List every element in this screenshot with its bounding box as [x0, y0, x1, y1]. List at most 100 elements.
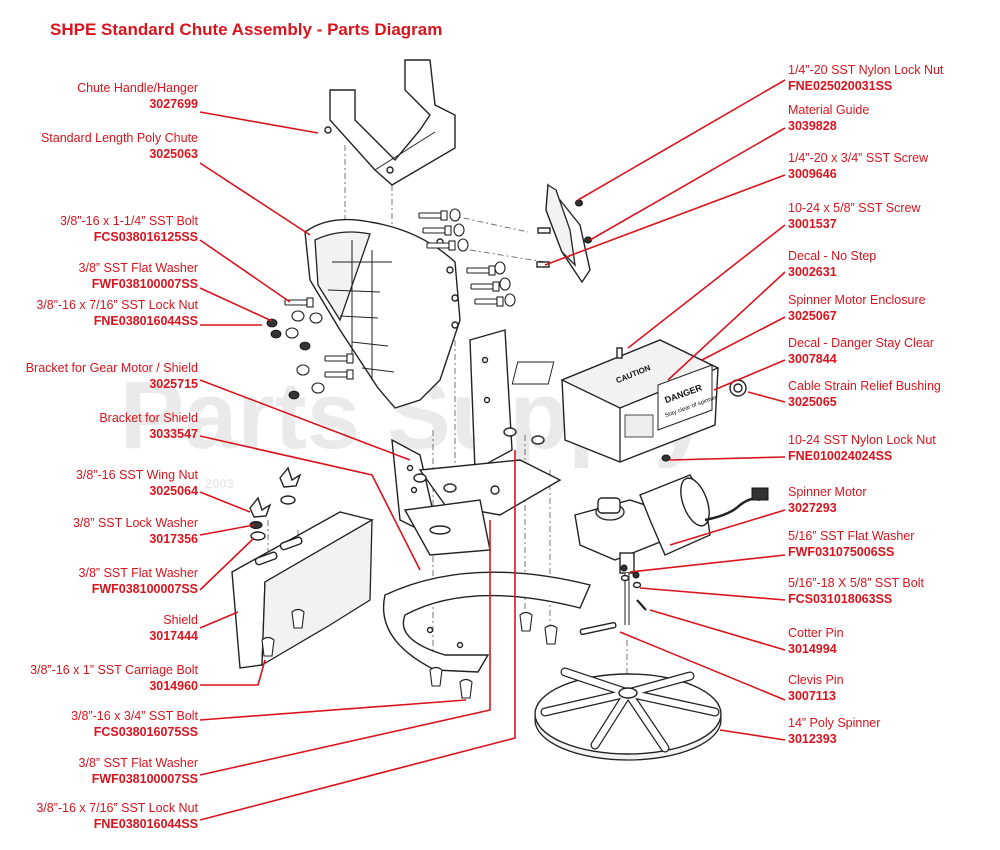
part-callout: Chute Handle/Hanger 3027699 [77, 80, 198, 112]
part-name: 3/8” SST Flat Washer [78, 566, 198, 580]
poly-spinner [534, 667, 722, 761]
wing-nut-washers [249, 466, 302, 541]
part-callout: 1/4”-20 x 3/4” SST Screw 3009646 [788, 150, 928, 182]
part-number: 3007113 [788, 689, 836, 703]
chute-hardware [266, 208, 516, 400]
part-name: 3/8”-16 x 1-1/4” SST Bolt [59, 214, 198, 228]
shield-plate [231, 511, 374, 669]
part-name: Clevis Pin [788, 673, 844, 687]
part-name: Material Guide [788, 103, 870, 117]
part-number: FCS031018063SS [788, 592, 893, 606]
part-number: 3007844 [788, 352, 837, 366]
part-name: 10-24 x 5/8” SST Screw [788, 201, 921, 215]
carriage-bolts [261, 608, 558, 699]
part-number: FNE038016044SS [93, 817, 198, 831]
part-name: 10-24 SST Nylon Lock Nut [788, 433, 936, 447]
part-number: 3014994 [788, 642, 837, 656]
part-callout: Bracket for Gear Motor / Shield 3025715 [26, 360, 198, 392]
part-number: FNE038016044SS [93, 314, 198, 328]
part-number: 3027699 [149, 97, 198, 111]
bracket-for-shield [403, 499, 491, 556]
part-number: 3025065 [788, 395, 837, 409]
part-name: Chute Handle/Hanger [77, 81, 198, 95]
curved-bracket-arc [382, 571, 591, 673]
part-callout: Decal - Danger Stay Clear 3007844 [788, 335, 934, 367]
part-number: 3001537 [788, 217, 837, 231]
part-callout: Decal - No Step 3002631 [788, 248, 876, 280]
poly-chute [304, 218, 461, 409]
part-callout: Spinner Motor Enclosure 3025067 [788, 292, 926, 324]
part-callout: 3/8” SST Lock Washer 3017356 [73, 515, 198, 547]
part-name: Decal - No Step [788, 249, 877, 263]
part-name: 3/8” SST Lock Washer [72, 516, 198, 530]
part-name: 5/16” SST Flat Washer [788, 529, 915, 543]
part-number: 3039828 [788, 119, 837, 133]
watermark-year: 2003 [205, 476, 234, 491]
part-number: FNE010024024SS [788, 449, 893, 463]
part-number: 3025067 [788, 309, 837, 323]
part-number: FWF038100007SS [91, 772, 198, 786]
part-name: Cotter Pin [788, 626, 844, 640]
part-name: Spinner Motor [788, 485, 867, 499]
part-number: FWF031075006SS [788, 545, 895, 559]
part-name: 3/8” SST Flat Washer [78, 261, 198, 275]
part-number: 3002631 [788, 265, 837, 279]
part-name: Bracket for Gear Motor / Shield [25, 361, 198, 375]
part-number: FWF038100007SS [91, 582, 198, 596]
part-number: 3017356 [149, 532, 198, 546]
material-guide [536, 183, 592, 284]
part-number: FCS038016125SS [93, 230, 198, 244]
part-name: Shield [163, 613, 198, 627]
part-number: 3025063 [149, 147, 198, 161]
part-number: FCS038016075SS [93, 725, 198, 739]
part-callout: Cable Strain Relief Bushing 3025065 [788, 378, 941, 410]
part-number: 3009646 [788, 167, 837, 181]
part-callout: Shield 3017444 [149, 612, 198, 644]
part-number: FWF038100007SS [91, 277, 198, 291]
leader-lines [199, 79, 786, 821]
part-callout: Standard Length Poly Chute 3025063 [41, 130, 198, 162]
part-number: FNE025020031SS [788, 79, 893, 93]
part-number: 3017444 [149, 629, 198, 643]
part-name: Bracket for Shield [99, 411, 198, 425]
part-callout: Clevis Pin 3007113 [788, 672, 844, 704]
part-number: 3014960 [149, 679, 198, 693]
part-number: 3012393 [788, 732, 837, 746]
part-name: 3/8” SST Flat Washer [78, 756, 198, 770]
part-name: 3/8”-16 x 7/16” SST Lock Nut [36, 801, 198, 815]
part-name: 3/8”-16 x 7/16” SST Lock Nut [36, 298, 198, 312]
part-callout: 14” Poly Spinner 3012393 [788, 715, 880, 747]
part-name: Spinner Motor Enclosure [788, 293, 926, 307]
spinner-motor [574, 474, 769, 625]
part-name: 3/8”-16 x 3/4” SST Bolt [71, 709, 198, 723]
part-callout: 3/8”-16 x 1” SST Carriage Bolt 3014960 [30, 662, 198, 694]
part-callout: 10-24 x 5/8” SST Screw 3001537 [788, 200, 920, 232]
part-number: 3027293 [788, 501, 837, 515]
part-number: 3025064 [149, 484, 198, 498]
part-name: Standard Length Poly Chute [40, 131, 198, 145]
part-name: 5/16”-18 X 5/8” SST Bolt [788, 576, 924, 590]
part-name: Cable Strain Relief Bushing [788, 379, 941, 393]
part-name: Decal - Danger Stay Clear [788, 336, 934, 350]
pins [579, 599, 647, 636]
part-number: 3025715 [149, 377, 198, 391]
part-callout: Cotter Pin 3014994 [788, 625, 844, 657]
part-name: 1/4”-20 x 3/4” SST Screw [788, 151, 929, 165]
page-title: SHPE Standard Chute Assembly - Parts Dia… [50, 20, 443, 39]
part-name: 3/8”-16 x 1” SST Carriage Bolt [30, 663, 198, 677]
part-name: 14” Poly Spinner [788, 716, 881, 730]
